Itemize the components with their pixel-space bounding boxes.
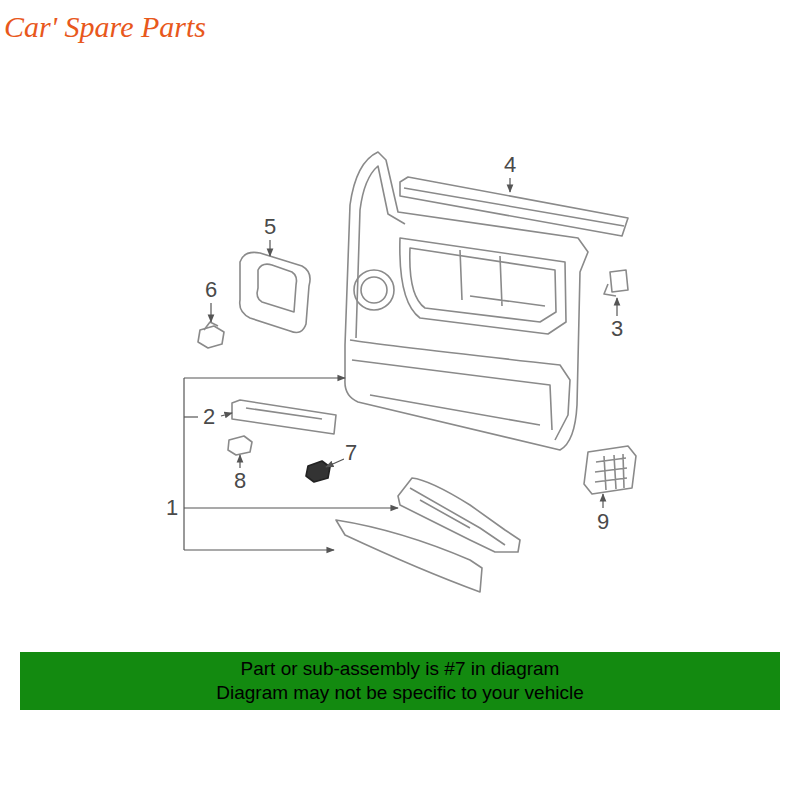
clip-top [204,322,218,330]
callout-number: 6 [204,279,218,301]
speaker-grille-inner [361,277,387,303]
lower-trim-strip [336,520,482,592]
leader-line [221,413,232,416]
notice-text: Diagram may not be specific to your vehi… [216,681,584,705]
handle-bezel-inner [257,264,296,312]
door-opening-inner [410,248,556,322]
pull-handle-slot [246,408,322,419]
parts-group [198,152,636,592]
callout-number: 8 [233,470,247,492]
callout-number: 1 [165,497,179,519]
handle-bezel [240,252,310,332]
bracket [604,270,628,296]
callout-number: 5 [263,216,277,238]
switch-part [306,461,330,482]
door-detail [460,250,545,306]
grille-grid [595,454,627,490]
leader-line [326,459,344,467]
callout-number: 3 [610,318,624,340]
bracket-line [184,507,398,508]
clip [228,436,252,455]
pull-handle [232,400,336,434]
notice-text: Part or sub-assembly is #7 in diagram [241,657,560,681]
leader-line [210,303,211,322]
door-pocket [352,360,552,430]
belt-strip [400,177,628,236]
leader-lines [184,178,617,550]
leader-line [616,298,617,316]
leader-line [602,494,603,508]
speaker-grille [354,270,394,310]
bracket-line [184,377,345,378]
door-lower-trim [350,340,570,440]
clip [198,326,224,348]
leader-line [269,240,270,256]
armrest-detail [410,488,505,545]
callout-number: 7 [344,442,358,464]
bracket-line [184,549,334,550]
leader-line [239,455,240,468]
bracket-line [183,378,184,550]
door-panel-edge [356,166,405,338]
belt-strip-line [404,188,624,226]
leader-line [509,178,510,192]
door-opening [400,238,566,334]
bracket-line [184,416,198,417]
grille [584,446,636,494]
callout-number: 4 [503,154,517,176]
page-title: Car' Spare Parts [4,10,206,43]
notice-band: Part or sub-assembly is #7 in diagramDia… [20,652,780,710]
callout-number: 9 [596,511,610,533]
callout-number: 2 [202,406,216,428]
